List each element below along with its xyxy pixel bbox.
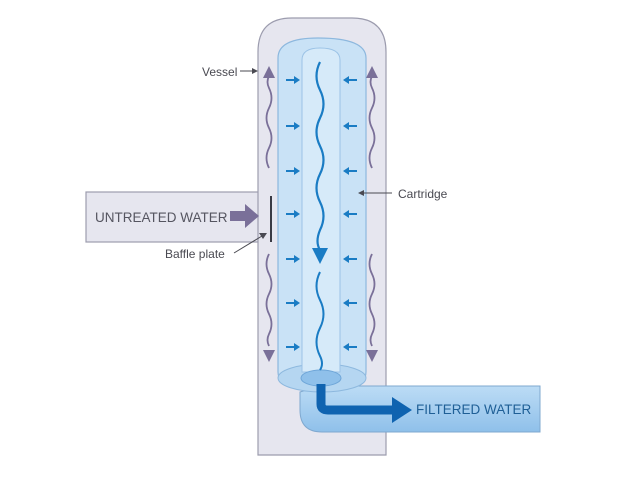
inward-arrow [343, 76, 357, 84]
inward-arrow [343, 255, 357, 263]
inward-arrow [286, 76, 300, 84]
vessel-label: Vessel [202, 65, 237, 79]
inward-flow-arrows-left [286, 76, 300, 351]
filtered-water-label: FILTERED WATER [416, 402, 532, 417]
circulation-arrowhead-up [263, 66, 275, 78]
baffle-leader-head [259, 233, 267, 239]
circulation-wave-right-bottom [368, 253, 376, 347]
inlet-arrow-head [245, 204, 259, 228]
circulation-arrowhead-down [263, 350, 275, 362]
inward-arrow [343, 343, 357, 351]
cartridge-leader-head [358, 190, 364, 196]
core-opening [300, 369, 342, 387]
untreated-water-label: UNTREATED WATER [95, 210, 228, 225]
inward-arrow [286, 255, 300, 263]
inlet-arrow-shaft [230, 211, 246, 221]
circulation-wave-left-top [265, 75, 273, 169]
baffle-plate-label: Baffle plate [165, 247, 225, 261]
circulation-arrows [265, 75, 376, 347]
inward-flow-arrows-right [343, 76, 357, 351]
inward-arrow [286, 167, 300, 175]
circulation-wave-right-top [368, 75, 376, 169]
cartridge-core [301, 47, 341, 373]
circulation-wave-left-bottom [265, 253, 273, 347]
inward-arrow [343, 210, 357, 218]
vessel-leader-head [252, 68, 258, 74]
circulation-arrowhead-up [366, 66, 378, 78]
inward-arrow [343, 167, 357, 175]
circulation-arrowhead-down [366, 350, 378, 362]
core-downflow-wave [315, 61, 325, 251]
cartridge-label: Cartridge [398, 187, 448, 201]
inward-arrow [286, 299, 300, 307]
inward-arrow [286, 343, 300, 351]
outlet-flow-arrowhead [392, 397, 412, 423]
outlet-flow-arrow [316, 384, 394, 415]
core-downflow-arrowhead [312, 248, 328, 264]
baffle-leader [233, 235, 263, 254]
core-lower-wave [315, 271, 325, 371]
inward-arrow [343, 299, 357, 307]
inward-arrow [343, 122, 357, 130]
circulation-arrowheads [263, 66, 378, 362]
inward-arrow [286, 122, 300, 130]
inward-arrow [286, 210, 300, 218]
